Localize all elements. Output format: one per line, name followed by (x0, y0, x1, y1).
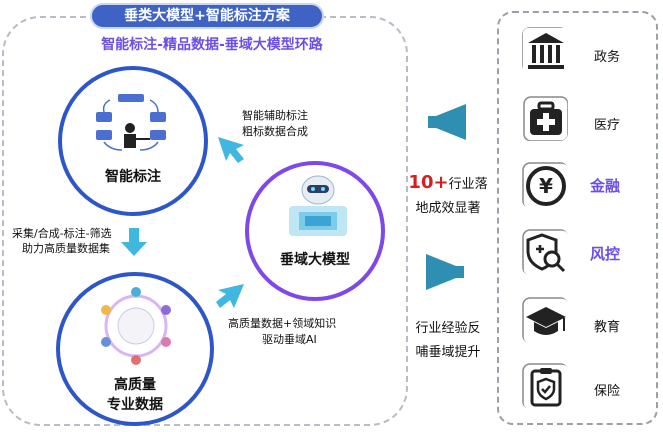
assist-label-line1: 智能辅助标注 (242, 109, 308, 122)
insurance-clipboard-icon (522, 363, 568, 409)
yuan-coin-icon: ¥ (522, 162, 568, 208)
labeling-workflow-icon (96, 94, 166, 151)
industry-label-education: 教育 (594, 320, 621, 335)
vertical-model-title: 垂域大模型 (280, 252, 350, 268)
graduation-cap-icon (522, 297, 568, 343)
drive-label-line1: 高质量数据+领域知识 (228, 317, 337, 330)
government-building-icon (522, 27, 568, 73)
collect-label-line2: 助力高质量数据集 (22, 242, 110, 255)
collect-label-line1: 采集/合成-标注-筛选 (12, 227, 112, 240)
solution-title: 垂类大模型+智能标注方案 (90, 3, 324, 29)
arrow-to-vertical-model (216, 284, 244, 308)
drive-label-line2: 驱动垂域AI (262, 333, 317, 346)
industry-label-finance: 金融 (590, 177, 621, 195)
impact-count: 10+ (408, 172, 449, 193)
industries-panel (497, 11, 658, 425)
impact-line2: 地成效显著 (415, 201, 481, 216)
industry-label-insurance: 保险 (594, 384, 621, 399)
ai-robot-chip-icon (289, 175, 347, 236)
arrow-down-icon (121, 228, 147, 256)
assist-label-line2: 粗标数据合成 (242, 125, 308, 138)
quality-data-title-1: 高质量 (114, 377, 156, 393)
smart-label-title: 智能标注 (105, 169, 161, 185)
feedback-line1: 行业经验反 (415, 321, 481, 336)
svg-text:¥: ¥ (539, 174, 553, 198)
shield-search-icon (522, 229, 568, 275)
smart-label-node (58, 66, 208, 216)
megaphone-left-icon (426, 254, 464, 290)
data-quality-dimensions-icon (101, 287, 171, 365)
industry-label-gov: 政务 (594, 50, 621, 65)
quality-data-node (56, 272, 214, 426)
impact-text: 行业落 (448, 177, 488, 192)
arrow-to-smart-label (218, 137, 244, 163)
impact-line1: 10+行业落 (406, 172, 490, 196)
feedback-line2: 哺垂域提升 (415, 345, 481, 360)
megaphone-right-icon (428, 104, 466, 140)
industry-label-risk: 风控 (590, 245, 621, 263)
industry-label-medical: 医疗 (594, 118, 621, 133)
quality-data-title-2: 专业数据 (107, 397, 163, 413)
medical-kit-icon (523, 96, 568, 141)
loop-subtitle: 智能标注-精品数据-垂域大模型环路 (101, 37, 323, 53)
